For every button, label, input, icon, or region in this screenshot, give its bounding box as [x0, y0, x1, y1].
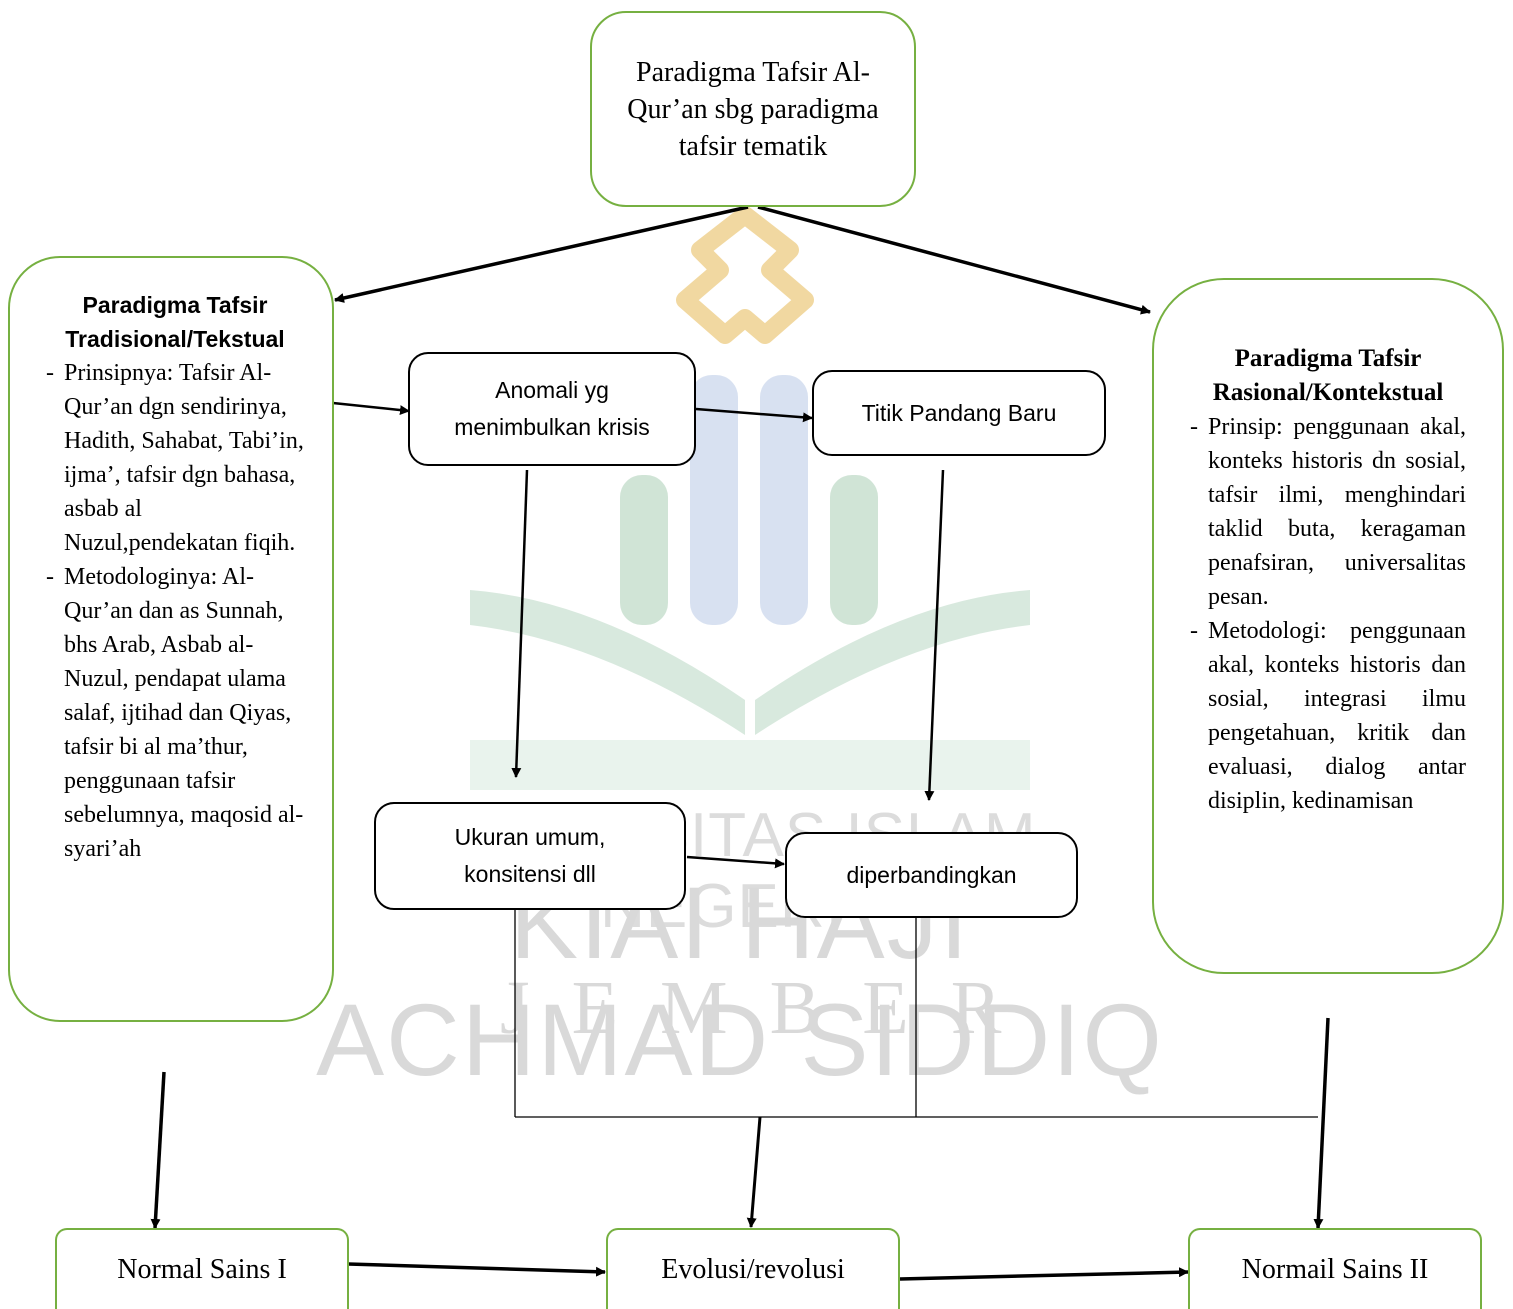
evolution-text: Evolusi/revolusi: [661, 1253, 845, 1285]
arrow-right-to-normal2: [1313, 1017, 1330, 1229]
top-paradigm-text: Paradigma Tafsir Al-Qur’an sbg paradigma…: [627, 56, 879, 162]
watermark-pillar: [830, 475, 878, 625]
anomaly-box: Anomali yg menimbulkan krisis: [408, 352, 696, 466]
traditional-method-item: -Metodologinya: Al-Qur’an dan as Sunnah,…: [46, 560, 304, 866]
watermark-logo-mark: [676, 206, 814, 344]
list-dash: -: [1190, 618, 1198, 644]
general-measure-box: Ukuran umum, konsitensi dll: [374, 802, 686, 910]
evolution-box: Evolusi/revolusi: [606, 1228, 900, 1309]
list-dash: -: [1190, 414, 1198, 440]
arrow-anomali-to-ukuran: [511, 469, 529, 778]
rational-method-item: -Metodologi: penggunaan akal, konteks hi…: [1190, 614, 1466, 818]
normal-science-1-box: Normal Sains I: [55, 1228, 349, 1309]
watermark-pillar: [620, 475, 668, 625]
traditional-method-text: Metodologinya: Al-Qur’an dan as Sunnah, …: [64, 564, 304, 862]
new-viewpoint-box: Titik Pandang Baru: [812, 370, 1106, 456]
rational-paradigm-title: Paradigma Tafsir Rasional/Kontekstual: [1212, 345, 1444, 406]
list-dash: -: [46, 564, 54, 590]
arrow-left-to-normal1: [150, 1071, 166, 1229]
rational-paradigm-box: Paradigma Tafsir Rasional/Kontekstual -P…: [1152, 278, 1504, 974]
top-paradigm-box: Paradigma Tafsir Al-Qur’an sbg paradigma…: [590, 11, 916, 207]
arrow-left-to-anomali: [332, 401, 410, 416]
general-measure-text: Ukuran umum, konsitensi dll: [454, 824, 606, 887]
compared-box: diperbandingkan: [785, 832, 1078, 918]
normal-science-2-box: Normail Sains II: [1188, 1228, 1482, 1309]
watermark-book-right: [755, 590, 1030, 735]
arrow-ukuran-to-diperbandingkan: [686, 855, 785, 869]
arrow-top-to-left: [334, 205, 749, 303]
compared-text: diperbandingkan: [846, 861, 1017, 888]
arrow-anomali-to-titik: [695, 407, 813, 423]
watermark-pillar: [760, 375, 808, 625]
traditional-paradigm-box: Paradigma Tafsir Tradisional/Tekstual -P…: [8, 256, 334, 1022]
traditional-principle-item: -Prinsipnya: Tafsir Al-Qur’an dgn sendir…: [46, 356, 304, 560]
anomaly-text: Anomali yg menimbulkan krisis: [454, 377, 650, 440]
watermark-city: JEMBER: [500, 966, 1044, 1050]
arrow-titik-to-diperbandingkan: [924, 469, 945, 801]
new-viewpoint-text: Titik Pandang Baru: [861, 399, 1057, 426]
arrow-top-to-right: [757, 205, 1151, 315]
rational-paradigm-list: -Prinsip: penggunaan akal, konteks histo…: [1190, 410, 1466, 818]
watermark-base: [470, 740, 1030, 790]
arrow-normal1-to-evolusi: [347, 1262, 606, 1277]
arrow-evolusi-to-normal2: [899, 1267, 1189, 1281]
normal-science-1-text: Normal Sains I: [117, 1253, 287, 1285]
traditional-paradigm-title: Paradigma Tafsir Tradisional/Tekstual: [65, 292, 285, 352]
watermark-pillar: [690, 375, 738, 625]
traditional-principle-text: Prinsipnya: Tafsir Al-Qur’an dgn sendiri…: [64, 360, 304, 556]
arrow-merge-to-evolusi: [746, 1116, 762, 1228]
normal-science-2-text: Normail Sains II: [1241, 1253, 1429, 1285]
watermark-book-left: [470, 590, 745, 735]
rational-principle-text: Prinsip: penggunaan akal, konteks histor…: [1208, 414, 1466, 610]
list-dash: -: [46, 360, 54, 386]
rational-principle-item: -Prinsip: penggunaan akal, konteks histo…: [1190, 410, 1466, 614]
rational-method-text: Metodologi: penggunaan akal, konteks his…: [1208, 618, 1466, 814]
traditional-paradigm-list: -Prinsipnya: Tafsir Al-Qur’an dgn sendir…: [46, 356, 304, 866]
